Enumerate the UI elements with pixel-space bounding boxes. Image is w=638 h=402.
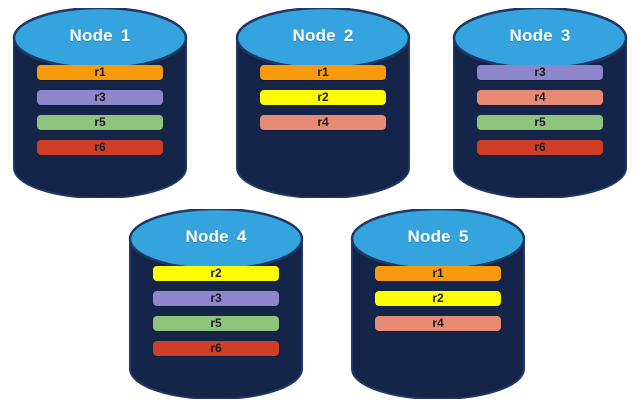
replica-bar-r2[interactable]: r2 bbox=[260, 90, 386, 105]
replica-bar-r1[interactable]: r1 bbox=[37, 65, 163, 80]
replica-bar-r5[interactable]: r5 bbox=[153, 316, 279, 331]
cylinder-top-ellipse bbox=[452, 8, 628, 70]
replica-bar-r1[interactable]: r1 bbox=[260, 65, 386, 80]
replica-bar-r1[interactable]: r1 bbox=[375, 266, 501, 281]
replica-bar-r4[interactable]: r4 bbox=[477, 90, 603, 105]
replica-bar-list: r1 r2 r4 bbox=[260, 65, 386, 140]
replica-bar-list: r2 r3 r5 r6 bbox=[153, 266, 279, 366]
replica-bar-r4[interactable]: r4 bbox=[375, 316, 501, 331]
replica-bar-list: r1 r2 r4 bbox=[375, 266, 501, 341]
replica-bar-r2[interactable]: r2 bbox=[375, 291, 501, 306]
cylinder-top-ellipse bbox=[128, 209, 304, 271]
replica-bar-r3[interactable]: r3 bbox=[37, 90, 163, 105]
replica-bar-r2[interactable]: r2 bbox=[153, 266, 279, 281]
replica-bar-r6[interactable]: r6 bbox=[37, 140, 163, 155]
cylinder-top-ellipse bbox=[350, 209, 526, 271]
replica-bar-r4[interactable]: r4 bbox=[260, 115, 386, 130]
replica-bar-r3[interactable]: r3 bbox=[477, 65, 603, 80]
replica-bar-r6[interactable]: r6 bbox=[477, 140, 603, 155]
cylinder-top-ellipse bbox=[12, 8, 188, 70]
replica-bar-list: r1 r3 r5 r6 bbox=[37, 65, 163, 165]
replica-bar-r6[interactable]: r6 bbox=[153, 341, 279, 356]
replica-bar-r3[interactable]: r3 bbox=[153, 291, 279, 306]
replica-bar-r5[interactable]: r5 bbox=[477, 115, 603, 130]
replica-bar-r5[interactable]: r5 bbox=[37, 115, 163, 130]
cylinder-top-ellipse bbox=[235, 8, 411, 70]
replica-bar-list: r3 r4 r5 r6 bbox=[477, 65, 603, 165]
